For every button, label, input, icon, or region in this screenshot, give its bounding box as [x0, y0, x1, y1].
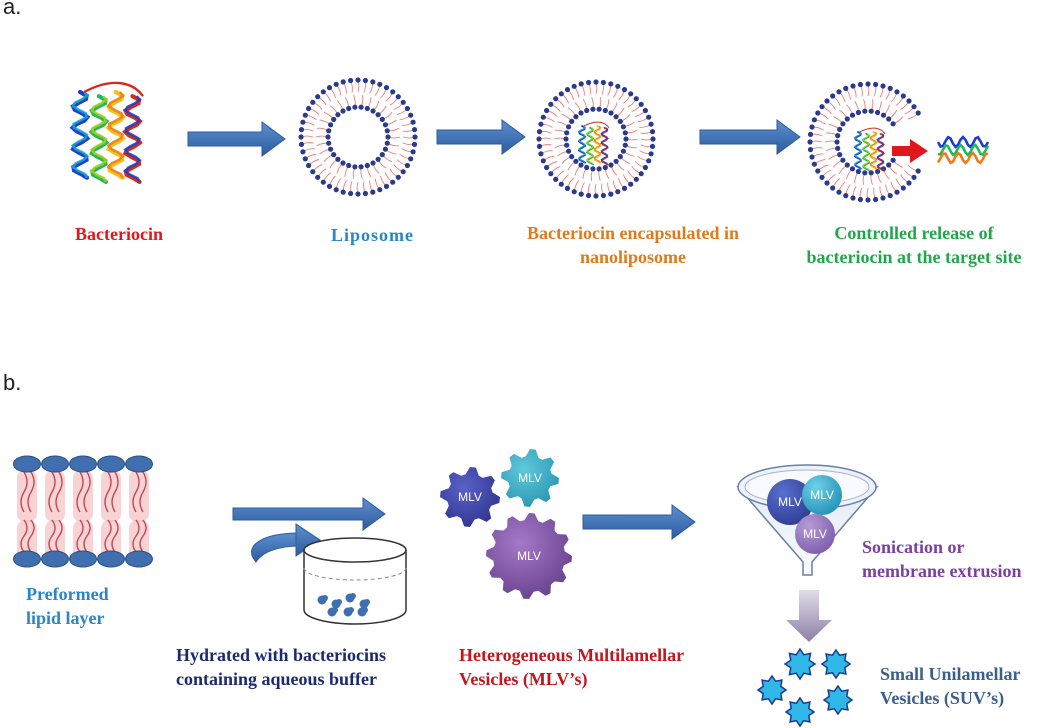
arrow-a2 — [436, 119, 526, 155]
caption-bacteriocin: Bacteriocin — [54, 222, 184, 246]
caption-liposome-text: Liposome — [330, 225, 414, 245]
arrow-b1 — [232, 497, 386, 531]
mlv-ball-navy: MLV — [767, 479, 813, 525]
caption-lipid-layer: Preformed lipid layer — [26, 582, 109, 630]
caption-release-line2: bacteriocin at the target site — [806, 247, 1022, 267]
caption-hydrated: Hydrated with bacteriocins containing aq… — [176, 643, 386, 691]
arrow-b2 — [582, 504, 696, 540]
caption-suv-line1: Small Unilamellar — [880, 664, 1021, 684]
caption-hydrated-line1: Hydrated with bacteriocins — [176, 645, 386, 665]
caption-encapsulated-line1: Bacteriocin encapsulated in — [527, 223, 739, 243]
caption-release-line1: Controlled release of — [834, 223, 994, 243]
caption-release: Controlled release of bacteriocin at the… — [782, 221, 1046, 269]
mlv-ball-label: MLV — [803, 527, 827, 541]
caption-encapsulated-line2: nanoliposome — [579, 247, 687, 267]
down-arrow-icon — [786, 590, 832, 642]
caption-hydrated-line2: containing aqueous buffer — [176, 669, 378, 689]
caption-lipid-line1: Preformed — [26, 584, 109, 604]
beaker-icon — [303, 537, 407, 625]
release-arrow-icon — [892, 139, 928, 163]
mlv-ball-purple: MLV — [795, 514, 835, 554]
caption-mlv: Heterogeneous Multilamellar Vesicles (ML… — [459, 643, 684, 691]
suv-star-icon — [822, 684, 854, 716]
open-liposome-icon — [807, 81, 921, 203]
lipid-bilayer-icon — [13, 455, 153, 568]
panel-a-letter: a. — [3, 0, 22, 19]
caption-sonication: Sonication or membrane extrusion — [862, 535, 1021, 583]
mlv-gear-label: MLV — [517, 549, 541, 563]
arrow-a1 — [187, 121, 286, 157]
caption-liposome: Liposome — [310, 223, 435, 247]
mlv-gear-label: MLV — [518, 471, 542, 485]
suv-stars — [756, 647, 854, 728]
suv-star-icon — [820, 648, 852, 680]
panel-b-letter: b. — [3, 370, 22, 395]
encapsulated-bacteriocin-icon — [577, 121, 610, 166]
caption-lipid-line2: lipid layer — [26, 608, 105, 628]
bacteriocin-protein-icon — [69, 81, 144, 184]
liposome-icon — [298, 77, 418, 197]
mlv-gear-large: MLV — [486, 513, 572, 599]
suv-star-icon — [784, 696, 816, 728]
bacteriocin-inside-icon — [853, 127, 886, 172]
mlv-gear-medium: MLV — [501, 449, 559, 507]
caption-mlv-line2: Vesicles (MLV’s) — [459, 669, 588, 689]
caption-sonication-line2: membrane extrusion — [862, 561, 1022, 581]
mlv-ball-label: MLV — [810, 488, 834, 502]
mlv-gear-small: MLV — [440, 467, 500, 527]
arrow-a3 — [699, 119, 801, 155]
caption-sonication-line1: Sonication or — [862, 537, 965, 557]
mlv-gear-label: MLV — [458, 490, 482, 504]
caption-mlv-line1: Heterogeneous Multilamellar — [459, 645, 685, 665]
suv-star-icon — [756, 674, 788, 706]
mlv-ball-label: MLV — [778, 495, 802, 509]
suv-star-icon — [783, 647, 817, 681]
released-bacteriocin-icon — [936, 135, 990, 165]
caption-bacteriocin-text: Bacteriocin — [75, 224, 163, 244]
caption-encapsulated: Bacteriocin encapsulated in nanoliposome — [488, 221, 778, 269]
caption-suv-line2: Vesicles (SUV’s) — [880, 688, 1005, 708]
mlv-ball-teal: MLV — [802, 475, 842, 515]
nanoliposome-icon — [536, 79, 656, 199]
caption-suv: Small Unilamellar Vesicles (SUV’s) — [880, 662, 1021, 710]
